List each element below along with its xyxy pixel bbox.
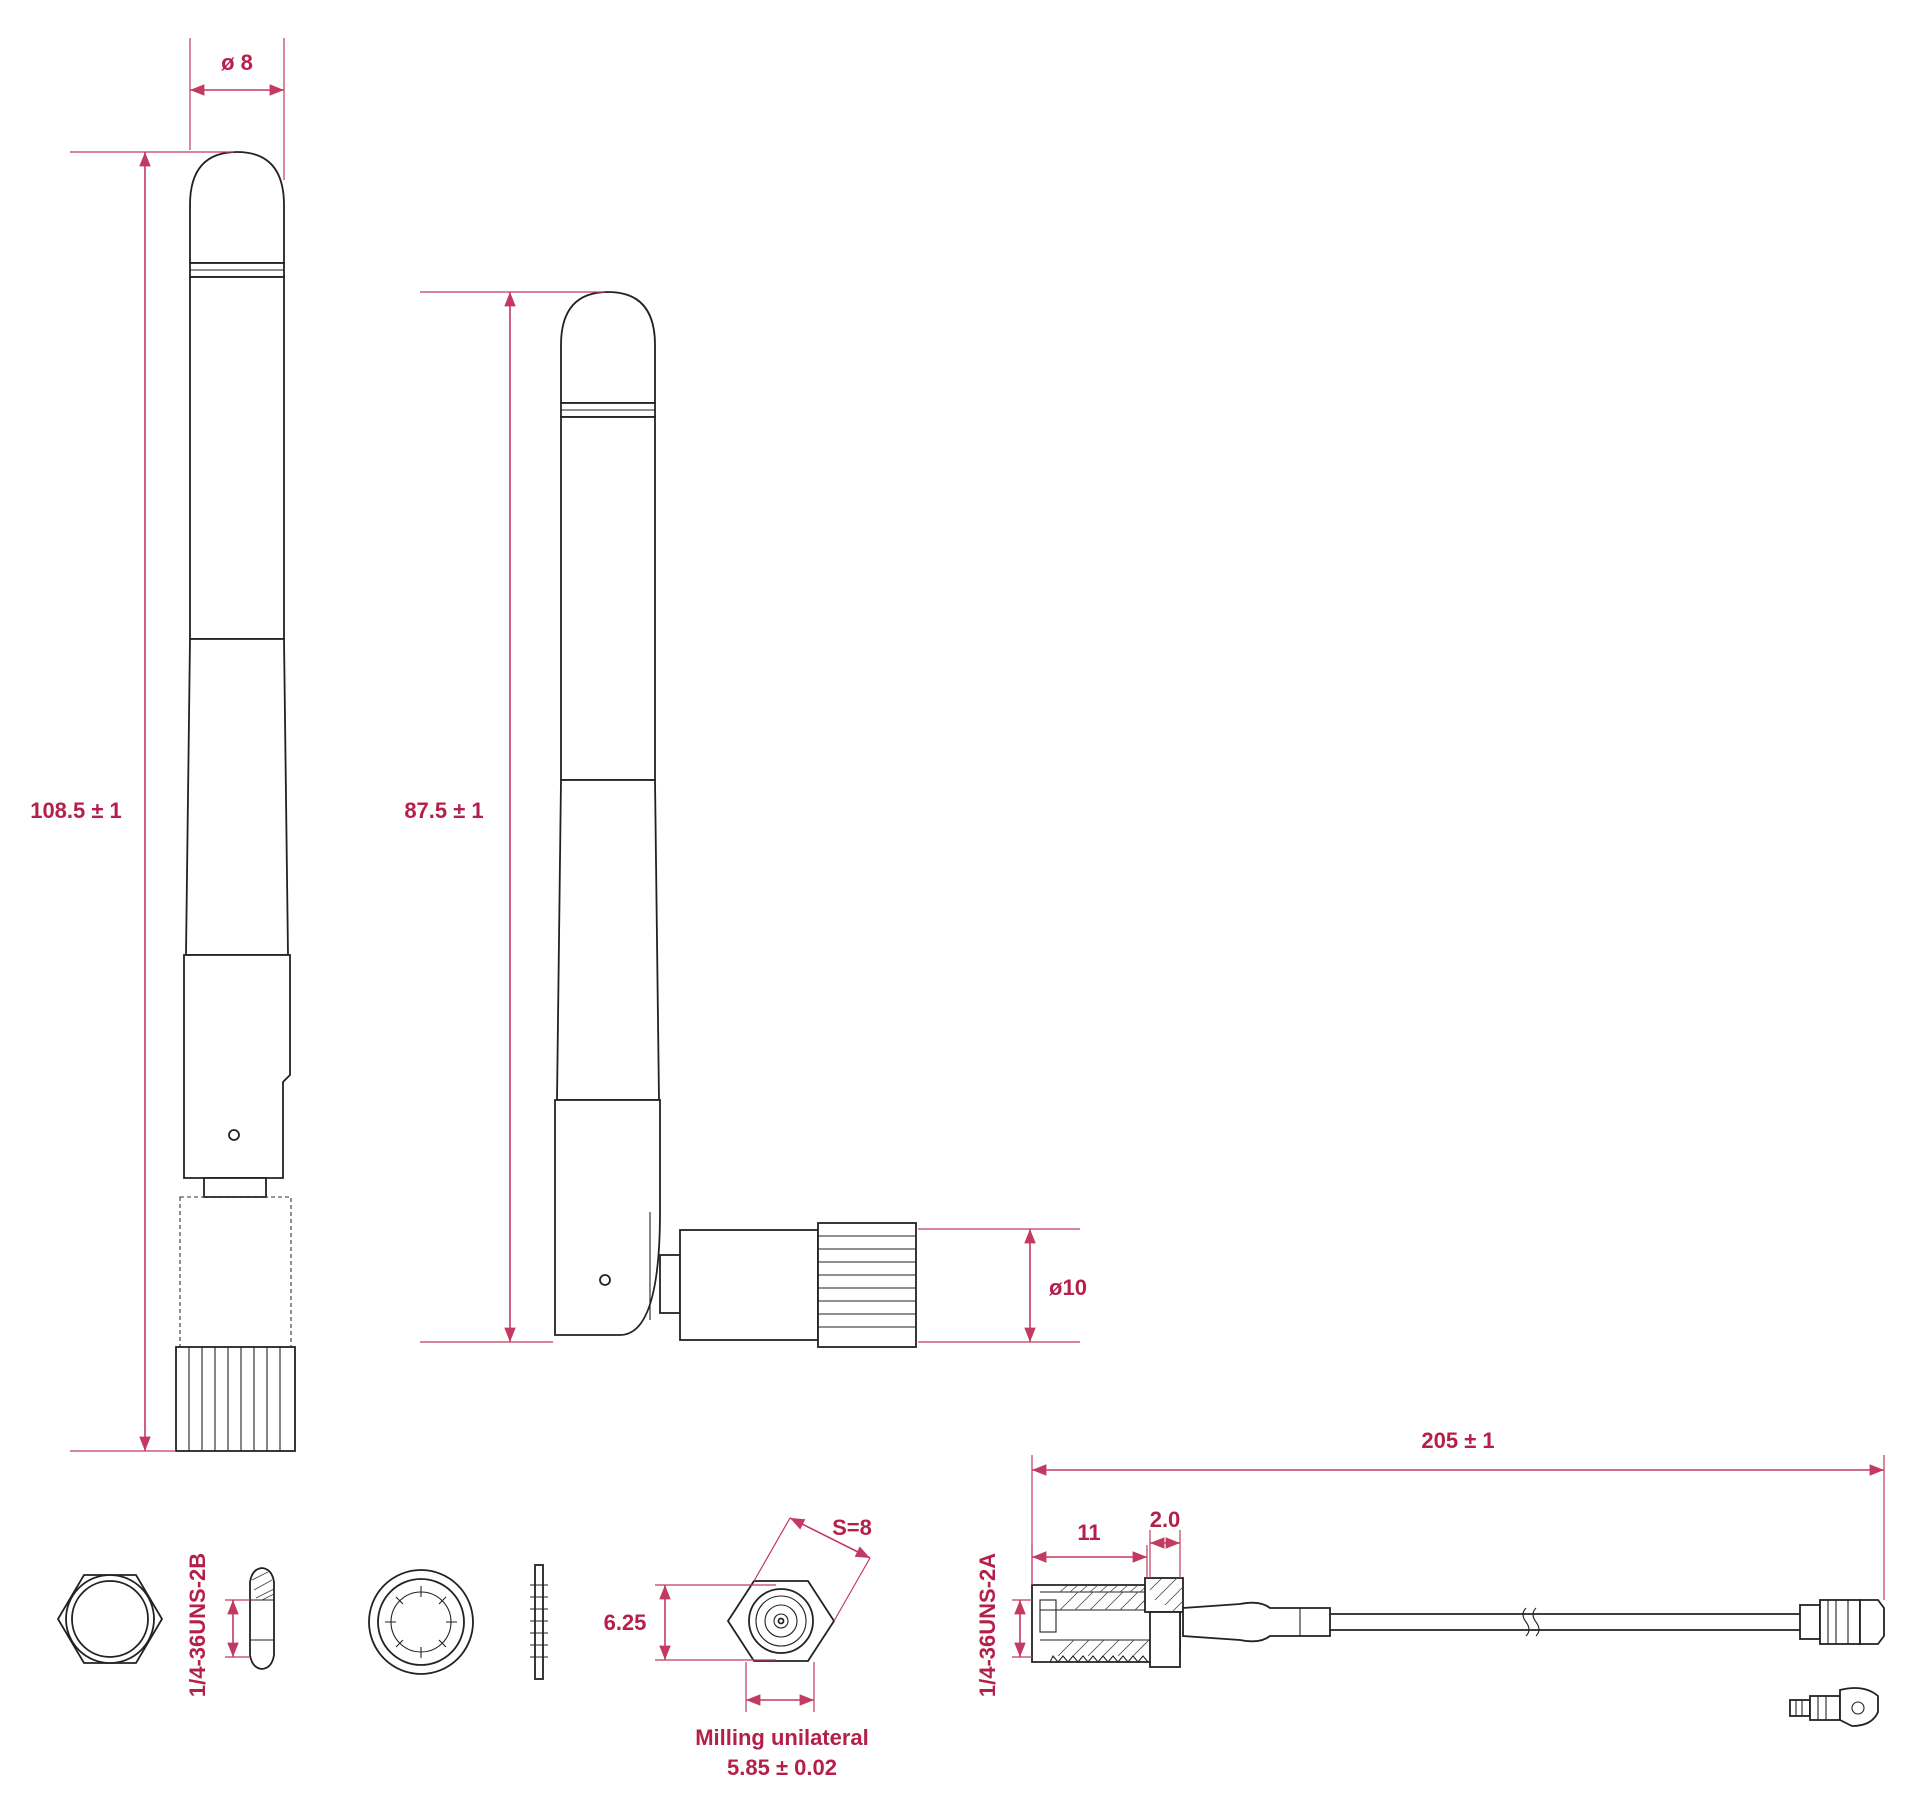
flange-width-dimension: 2.0 xyxy=(1149,1507,1181,1578)
angled-diameter-label: ø10 xyxy=(1049,1275,1087,1300)
socket-height-dimension: 6.25 xyxy=(604,1584,776,1661)
connector-length-dimension: 11 xyxy=(1031,1520,1148,1585)
socket-front xyxy=(726,1580,836,1662)
straight-diameter-dimension: ø 8 xyxy=(189,38,285,180)
straight-antenna xyxy=(175,151,296,1452)
socket-across-flats-label: S=8 xyxy=(832,1515,872,1540)
straight-length-label: 108.5 ± 1 xyxy=(30,798,122,823)
flange-width-label: 2.0 xyxy=(1150,1507,1181,1532)
lock-washer-front xyxy=(368,1569,474,1675)
nut-thread-label: 1/4-36UNS-2B xyxy=(185,1553,210,1697)
cable-length-label: 205 ± 1 xyxy=(1421,1428,1494,1453)
socket-height-label: 6.25 xyxy=(604,1610,647,1635)
angled-length-dimension: 87.5 ± 1 xyxy=(404,291,605,1343)
straight-diameter-label: ø 8 xyxy=(221,50,253,75)
milling-value: 5.85 ± 0.02 xyxy=(727,1755,837,1780)
socket-across-flats-dimension: S=8 xyxy=(753,1515,872,1622)
angled-antenna xyxy=(554,291,917,1348)
hex-nut-front xyxy=(56,1574,164,1664)
milling-label: Milling unilateral xyxy=(695,1725,869,1750)
hex-nut-side xyxy=(249,1567,275,1670)
straight-length-dimension: 108.5 ± 1 xyxy=(30,151,234,1452)
cable-length-dimension: 205 ± 1 xyxy=(1031,1428,1885,1600)
connector-length-label: 11 xyxy=(1077,1520,1100,1545)
connector-thread-dimension: 1/4-36UNS-2A xyxy=(975,1553,1032,1697)
connector-thread-label: 1/4-36UNS-2A xyxy=(975,1553,1000,1697)
lock-washer-side xyxy=(530,1564,548,1680)
milling-dimension: Milling unilateral 5.85 ± 0.02 xyxy=(695,1662,869,1780)
cable-assembly xyxy=(1031,1577,1885,1727)
angled-diameter-dimension: ø10 xyxy=(918,1228,1087,1343)
angled-length-label: 87.5 ± 1 xyxy=(404,798,483,823)
nut-thread-dimension: 1/4-36UNS-2B xyxy=(185,1553,250,1697)
